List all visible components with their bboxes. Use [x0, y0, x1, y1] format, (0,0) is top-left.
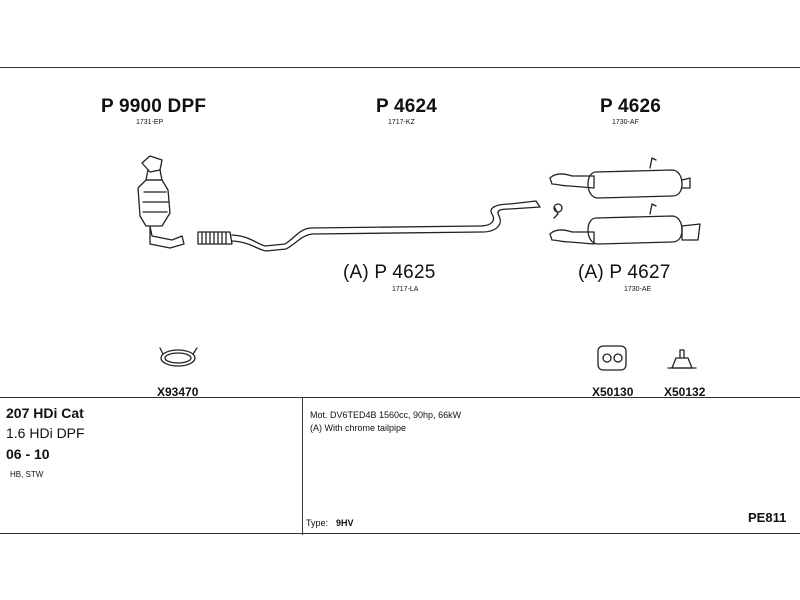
dpf-catalyst-drawing — [137, 155, 185, 249]
part-number-front-pipe: (A) P 4625 — [343, 262, 436, 283]
part-number-rear-upper: P 4626 — [600, 96, 662, 117]
rubber-mount-icon — [597, 345, 627, 371]
vehicle-engine: 1.6 HDi DPF — [6, 425, 85, 441]
type-value: 9HV — [336, 518, 354, 528]
middle-pipe-drawing — [197, 200, 541, 252]
part-ref-middle: 1717-KZ — [388, 119, 415, 126]
clamp-icon — [159, 347, 198, 367]
part-ref-rear-upper: 1730-AF — [612, 119, 639, 126]
vehicle-model: 207 HDi Cat — [6, 405, 84, 421]
accessory-code-mount: X50130 — [592, 385, 634, 399]
rear-silencer-lower-drawing — [549, 203, 701, 245]
hanger-icon — [667, 349, 697, 369]
type-label: Type: — [306, 518, 329, 528]
rear-silencer-upper-drawing — [549, 157, 691, 219]
info-panel-divider — [0, 397, 800, 398]
vehicle-years: 06 - 10 — [6, 446, 50, 462]
part-ref-rear-lower: 1730-AE — [624, 286, 652, 293]
info-panel-column-divider — [302, 397, 303, 535]
part-number-dpf: P 9900 DPF — [101, 96, 207, 117]
option-note: (A) With chrome tailpipe — [310, 423, 407, 433]
part-ref-front-pipe: 1717-LA — [392, 286, 419, 293]
part-number-rear-lower: (A) P 4627 — [578, 262, 671, 283]
exhaust-diagram-sheet: P 9900 DPF 1731-EP P 4624 1717-KZ P 4626… — [0, 67, 800, 535]
vehicle-body: HB, STW — [10, 470, 44, 479]
accessory-code-clamp: X93470 — [157, 385, 199, 399]
part-number-middle: P 4624 — [376, 96, 438, 117]
sheet-code: PE811 — [748, 510, 787, 525]
part-ref-dpf: 1731-EP — [136, 119, 164, 126]
exhaust-system-drawing — [137, 155, 701, 371]
accessory-code-hanger: X50132 — [664, 385, 706, 399]
motor-note: Mot. DV6TED4B 1560cc, 90hp, 66kW — [310, 410, 462, 420]
